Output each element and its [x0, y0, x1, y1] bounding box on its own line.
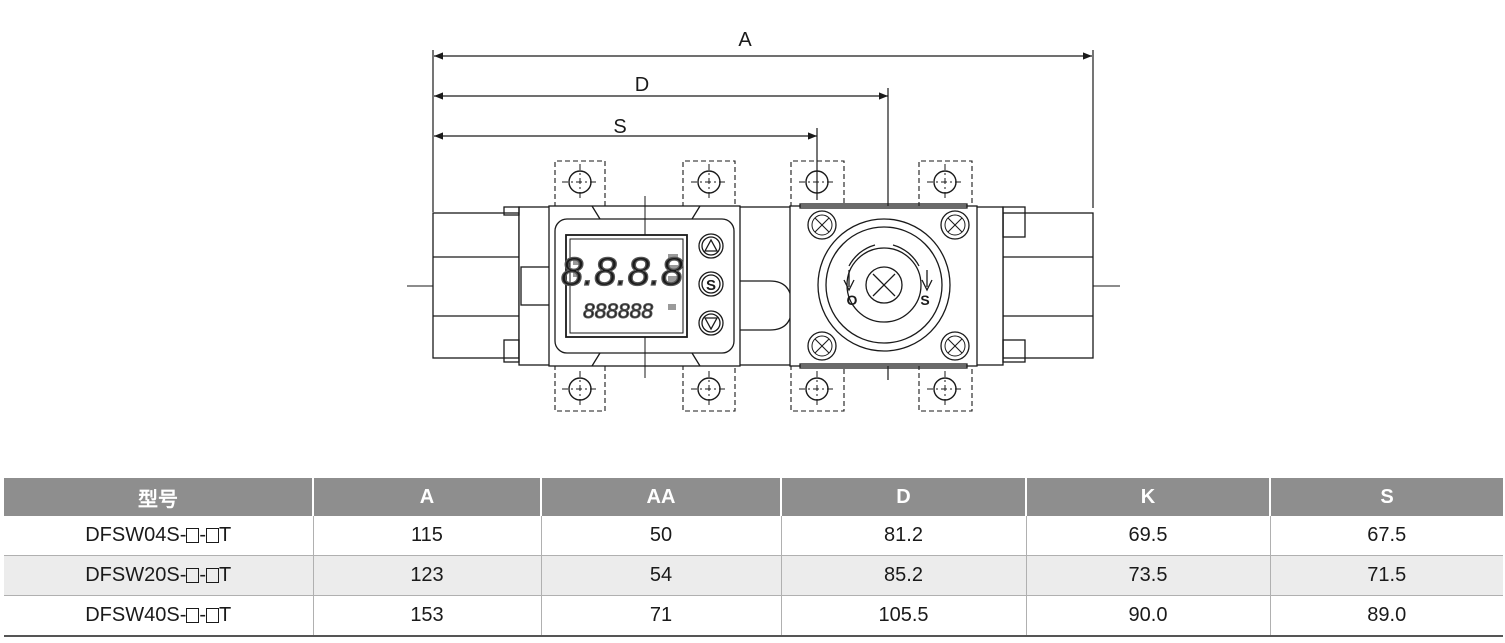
model-cell: DFSW04S--T	[4, 516, 314, 556]
placeholder-box-icon	[186, 568, 200, 583]
valve-block	[789, 203, 978, 369]
dimension-label-s: S	[613, 116, 626, 138]
valve-open-mark: O	[847, 292, 858, 308]
header-a: A	[313, 478, 542, 516]
value-s: 71.5	[1270, 555, 1503, 596]
mounting-brackets	[554, 160, 973, 412]
table-row: DFSW20S--T 123 54 85.2 73.5 71.5	[4, 555, 1503, 596]
valve-set-mark: S	[920, 292, 929, 308]
header-k: K	[1026, 478, 1271, 516]
table-header-row: 型号 A AA D K S	[4, 478, 1503, 516]
model-cell: DFSW40S--T	[4, 595, 314, 637]
value-a: 115	[313, 516, 542, 556]
value-s: 67.5	[1270, 516, 1503, 556]
header-d: D	[781, 478, 1027, 516]
pipe-ports	[432, 212, 1094, 359]
value-d: 81.2	[781, 516, 1027, 556]
value-d: 85.2	[781, 555, 1027, 596]
dimension-drawing: A D S	[407, 29, 1120, 412]
value-k: 73.5	[1026, 555, 1271, 596]
table-row: DFSW40S--T 153 71 105.5 90.0 89.0	[4, 595, 1503, 637]
lcd-display: 8.8.8.8 888888	[560, 234, 688, 338]
value-a: 153	[313, 595, 542, 637]
up-button[interactable]	[698, 233, 724, 259]
down-button[interactable]	[698, 310, 724, 336]
set-button-label: S	[706, 277, 716, 294]
model-cell: DFSW20S--T	[4, 555, 314, 596]
value-k: 90.0	[1026, 595, 1271, 637]
lcd-sub-digits: 888888	[583, 300, 653, 323]
placeholder-box-icon	[206, 608, 220, 623]
value-s: 89.0	[1270, 595, 1503, 637]
placeholder-box-icon	[206, 568, 220, 583]
dimension-label-d: D	[635, 74, 649, 96]
placeholder-box-icon	[186, 528, 200, 543]
value-d: 105.5	[781, 595, 1027, 637]
sensor-buttons	[698, 233, 724, 336]
spec-table: 型号 A AA D K S DFSW04S--T 115 50 81.2 69.…	[4, 478, 1503, 637]
lcd-main-digits: 8.8.8.8	[561, 250, 684, 294]
value-aa: 50	[541, 516, 782, 556]
table-row: DFSW04S--T 115 50 81.2 69.5 67.5	[4, 516, 1503, 556]
header-aa: AA	[541, 478, 782, 516]
value-a: 123	[313, 555, 542, 596]
placeholder-box-icon	[186, 608, 200, 623]
dimension-label-a: A	[738, 29, 752, 51]
header-model: 型号	[4, 478, 314, 516]
set-button[interactable]	[698, 271, 724, 297]
value-aa: 71	[541, 595, 782, 637]
header-s: S	[1270, 478, 1503, 516]
value-aa: 54	[541, 555, 782, 596]
placeholder-box-icon	[206, 528, 220, 543]
value-k: 69.5	[1026, 516, 1271, 556]
